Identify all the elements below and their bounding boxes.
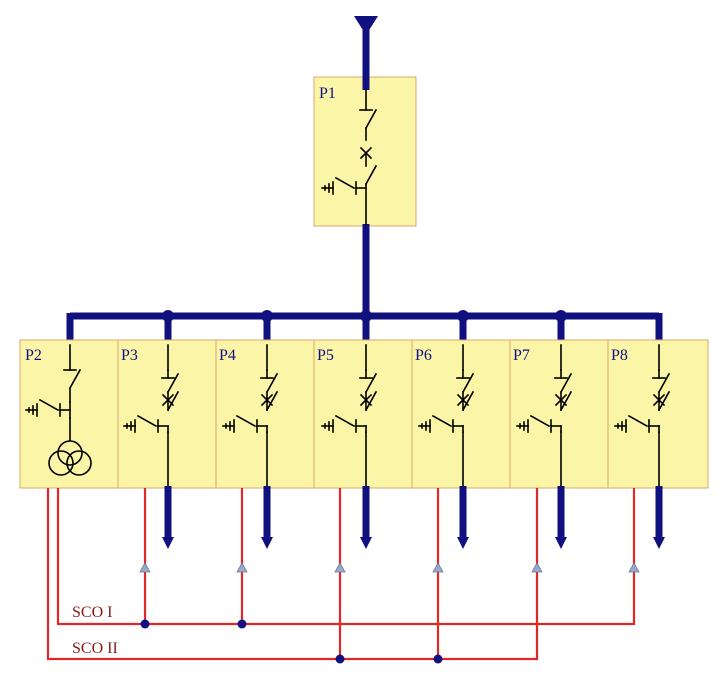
p2-transformer-feeder [25,344,92,476]
feeder-arrow-icon [261,537,273,549]
sco-line-1-label: SCO I [72,604,112,621]
outgoing-feeders [162,486,665,549]
measurement-arrow-icon [628,562,640,573]
sco-control-lines: SCO I SCO II [46,488,640,664]
panel-label-p7: P7 [513,347,530,364]
panel-label-p5: P5 [317,347,334,364]
panel-label-p1: P1 [319,85,336,102]
panel-p4 [215,339,315,489]
feeder-switchgear-p5 [321,344,377,489]
panel-p8 [607,339,709,489]
measurement-arrow-icon [139,562,151,573]
panel-label-p2: P2 [25,347,42,364]
panel-label-p4: P4 [219,347,236,364]
feeder-arrow-icon [457,537,469,549]
panel-p3 [117,339,217,489]
panel-p5 [313,339,413,489]
measurement-arrow-icon [334,562,346,573]
sco-line-2-label: SCO II [72,640,118,657]
p1-switchgear-symbol [321,89,378,225]
feeder-switchgear-p3 [123,344,179,489]
panel-label-p6: P6 [415,347,432,364]
measurement-arrow-icon [531,562,543,573]
panel-label-p3: P3 [121,347,138,364]
feeder-arrow-icon [162,537,174,549]
feeder-switchgear-p7 [516,344,572,489]
feeder-switchgear-p6 [418,344,474,489]
measurement-arrow-icon [432,562,444,573]
panel-row: P2 P3 P4 P5 P6 P7 P8 [19,339,709,489]
feeder-switchgear-p4 [222,344,278,489]
panel-label-p8: P8 [611,347,628,364]
incoming-line [354,16,378,316]
feeder-arrow-icon [360,537,372,549]
measurement-arrow-icon [236,562,248,573]
transformer-icon [48,440,92,476]
incoming-arrow-icon [354,16,378,35]
panel-p6 [411,339,511,489]
feeder-arrow-icon [653,537,665,549]
feeder-switchgear-p8 [614,344,670,489]
feeder-arrow-icon [555,537,567,549]
